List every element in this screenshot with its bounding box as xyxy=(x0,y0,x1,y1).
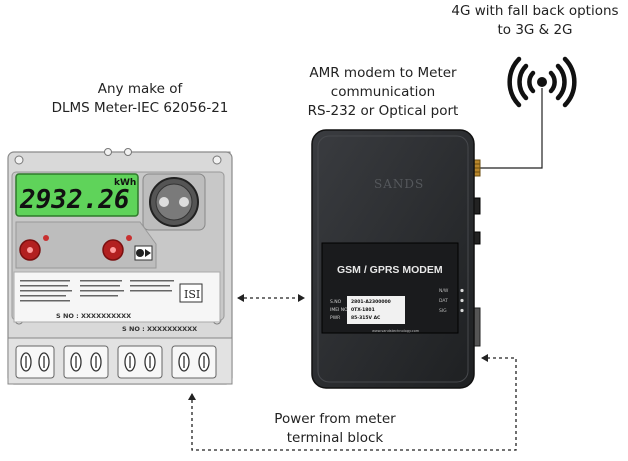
modem-label-panel: GSM / GPRS MODEM xyxy=(321,242,459,334)
meter-lcd-display: 2932.26 kWh xyxy=(15,173,139,217)
modem-status-led xyxy=(460,288,464,293)
modem-website: www.sandstechnology.com xyxy=(372,329,420,333)
power-supply-line xyxy=(188,354,517,451)
network-label-line1: 4G with fall back options xyxy=(451,3,619,19)
modem-info-key: S.NO xyxy=(330,299,342,305)
optical-port xyxy=(142,173,206,231)
modem-label: AMR modem to Meter communication RS-232 … xyxy=(298,64,468,121)
meter-label-fineprint xyxy=(20,280,174,302)
energy-meter: 2932.26 kWh xyxy=(7,148,233,385)
power-label-line1: Power from meter xyxy=(274,411,396,427)
meter-serial-number-1: S NO : XXXXXXXXXX xyxy=(56,312,131,320)
meter-symbol-icon xyxy=(134,245,153,261)
meter-label-line2: DLMS Meter-IEC 62056-21 xyxy=(51,100,229,116)
modem-title: GSM / GPRS MODEM xyxy=(337,264,443,276)
meter-serial-number-2: S NO : XXXXXXXXXX xyxy=(122,325,197,333)
modem-label-line1: AMR modem to Meter xyxy=(309,65,457,81)
meter-label-line1: Any make of xyxy=(97,81,183,97)
modem-status-led xyxy=(460,298,464,303)
meter-reading-value: 2932.26 xyxy=(19,185,130,215)
modem-info-value: 2801-A2300000 xyxy=(351,299,391,305)
meter-terminal-block xyxy=(7,337,233,385)
modem-label-line3: RS-232 or Optical port xyxy=(307,103,459,119)
network-label-line2: to 3G & 2G xyxy=(497,22,573,38)
modem-info-key: PWR xyxy=(330,315,340,321)
meter-led-right xyxy=(102,235,132,261)
meter-led-left xyxy=(19,235,49,261)
modem-led-label: SIG xyxy=(439,308,447,314)
wireless-signal-icon xyxy=(507,56,577,108)
modem-info-key: IMEI NO xyxy=(330,307,348,313)
modem-label-line2: communication xyxy=(330,84,436,100)
antenna-connection-line xyxy=(478,88,543,169)
modem-led-label: DAT xyxy=(439,298,448,304)
power-label-line2: terminal block xyxy=(286,430,384,446)
meter-label: Any make of DLMS Meter-IEC 62056-21 xyxy=(50,80,230,118)
svg-text:ISI: ISI xyxy=(184,288,200,301)
power-label: Power from meter terminal block xyxy=(250,410,420,448)
modem-info-value: 85-315V AC xyxy=(351,315,381,321)
isi-mark-icon: ISI xyxy=(179,283,203,303)
modem-led-label: N/W xyxy=(439,288,449,294)
modem-brand-logo: SANDS xyxy=(374,177,424,191)
modem-status-led xyxy=(460,308,464,313)
meter-reading-unit: kWh xyxy=(114,178,136,188)
gsm-modem: SANDS GSM / GPRS MODEM S.NO IMEI NO PWR 28… xyxy=(311,129,481,389)
modem-info-value: 0TX-1801 xyxy=(351,307,375,313)
network-label: 4G with fall back options to 3G & 2G xyxy=(450,2,620,40)
